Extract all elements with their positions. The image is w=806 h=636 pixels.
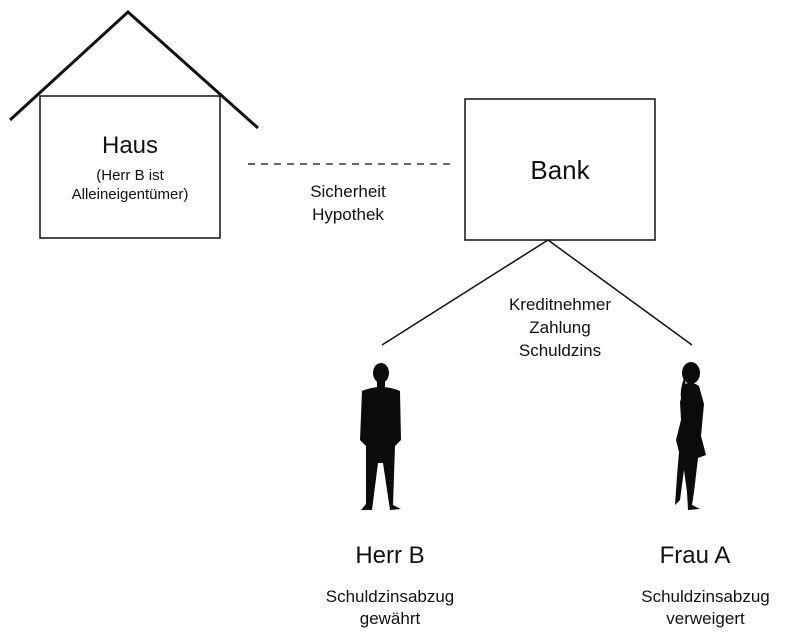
house-box [39, 95, 221, 239]
house-title: Haus [101, 132, 159, 159]
frau-a-name: Frau A [659, 542, 731, 569]
woman-silhouette-icon [675, 362, 706, 510]
man-silhouette-icon [360, 363, 401, 510]
bank-persons-edge-label: Kreditnehmer Zahlung Schuldzins [508, 295, 612, 360]
frau-a-note: Schuldzinsabzug verweigert [641, 587, 770, 628]
house-bank-edge-label: Sicherheit Hypothek [310, 182, 386, 224]
bank-frau-a-link [547, 239, 693, 346]
bank-title: Bank [530, 155, 590, 185]
herr-b-name: Herr B [355, 542, 425, 569]
herr-b-note: Schuldzinsabzug gewährt [325, 587, 455, 628]
house-note: (Herr B ist Alleineigentümer) [71, 167, 189, 203]
bank-box [464, 98, 656, 241]
house-roof [8, 9, 259, 130]
bank-herr-b-link [381, 239, 549, 346]
